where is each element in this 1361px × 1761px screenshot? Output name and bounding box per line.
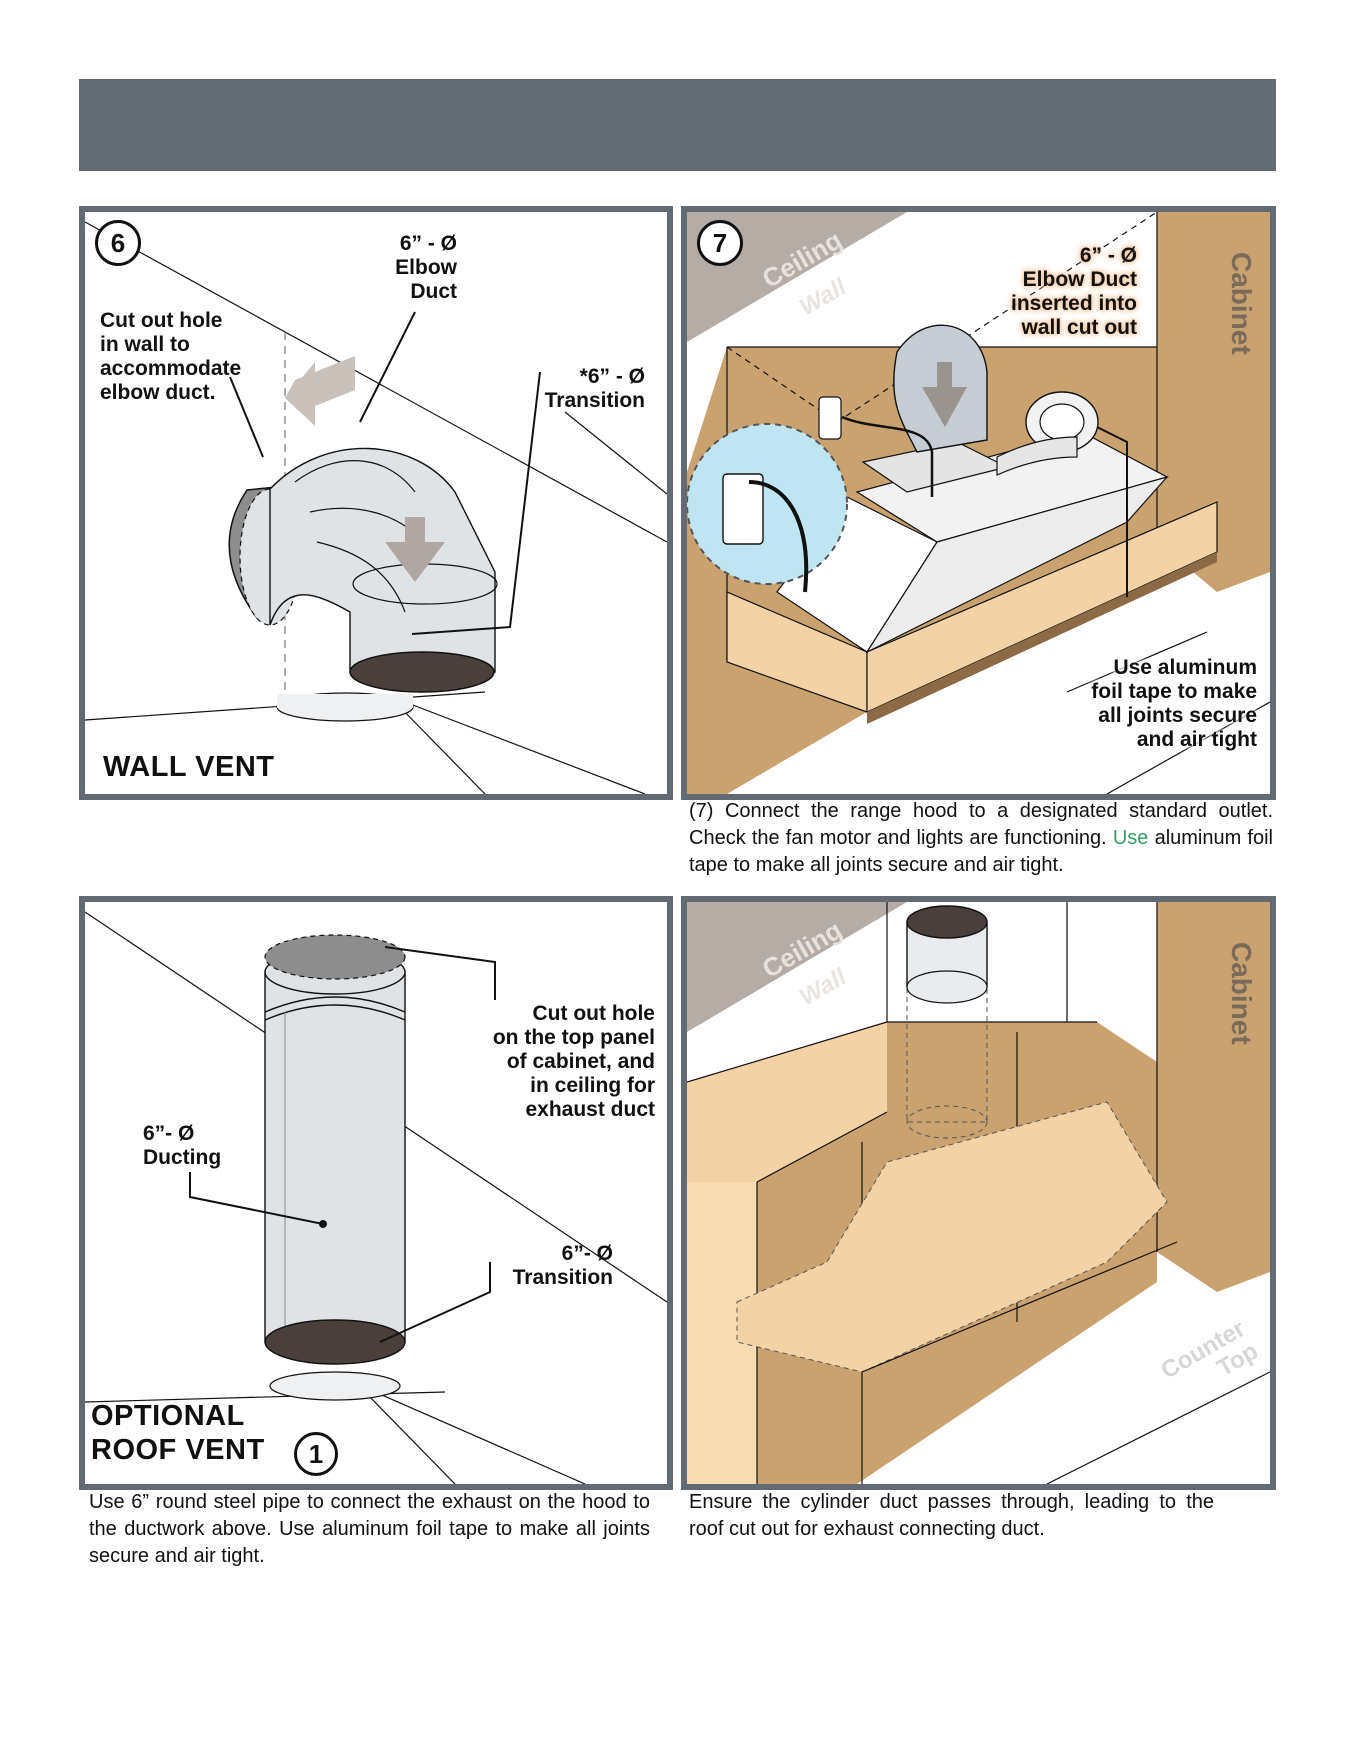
roof-vent-title-line2: ROOF VENT [91,1434,265,1466]
cabinet-label-2: Cabinet [1226,942,1257,1045]
step-7-badge: 7 [697,220,743,266]
elbow-duct-label: 6” - Ø Elbow Duct [395,232,457,303]
cut-hole-label: Cut out hole in wall to accommodate elbo… [100,309,242,404]
step-7-illustration [687,212,1270,794]
step-1-badge: 1 [294,1432,338,1476]
wall-vent-title: WALL VENT [103,751,275,783]
transition-label: *6” - Ø Transition [544,365,645,412]
cylinder-duct-illustration [687,902,1270,1484]
caption-use-highlight: Use [1112,827,1149,849]
panel-cylinder-duct: Ceiling Wall Cabinet Counter Top [681,896,1276,1490]
wall-vent-illustration [85,221,667,794]
step-7-caption: (7) Connect the range hood to a designat… [689,800,1273,876]
panel-step-7: 7 Ceiling Wall Cabinet 6” - Ø Elbow Duct… [681,206,1276,800]
cabinet-label: Cabinet [1226,252,1257,355]
header-bar [79,79,1276,171]
panel-wall-vent: 6 Cut out hole in wall to accommodate el… [79,206,673,800]
ducting-label: 6”- Ø Ducting [143,1122,222,1169]
elbow-duct-inserted-label: 6” - Ø Elbow Duct inserted into wall cut… [1010,244,1137,339]
foil-tape-label: Use aluminum foil tape to make all joint… [1091,656,1257,751]
transition-label-roof: 6”- Ø Transition [512,1242,613,1289]
step-6-badge: 6 [95,220,141,266]
roof-vent-illustration [85,911,667,1484]
roof-vent-title-line1: OPTIONAL [91,1400,245,1432]
roof-vent-caption: Use 6” round steel pipe to connect the e… [89,1491,650,1567]
panel-roof-vent: Cut out hole on the top panel of cabinet… [79,896,673,1490]
cut-hole-top-panel-label: Cut out hole on the top panel of cabinet… [492,1002,655,1121]
cylinder-caption: Ensure the cylinder duct passes through,… [689,1491,1214,1540]
